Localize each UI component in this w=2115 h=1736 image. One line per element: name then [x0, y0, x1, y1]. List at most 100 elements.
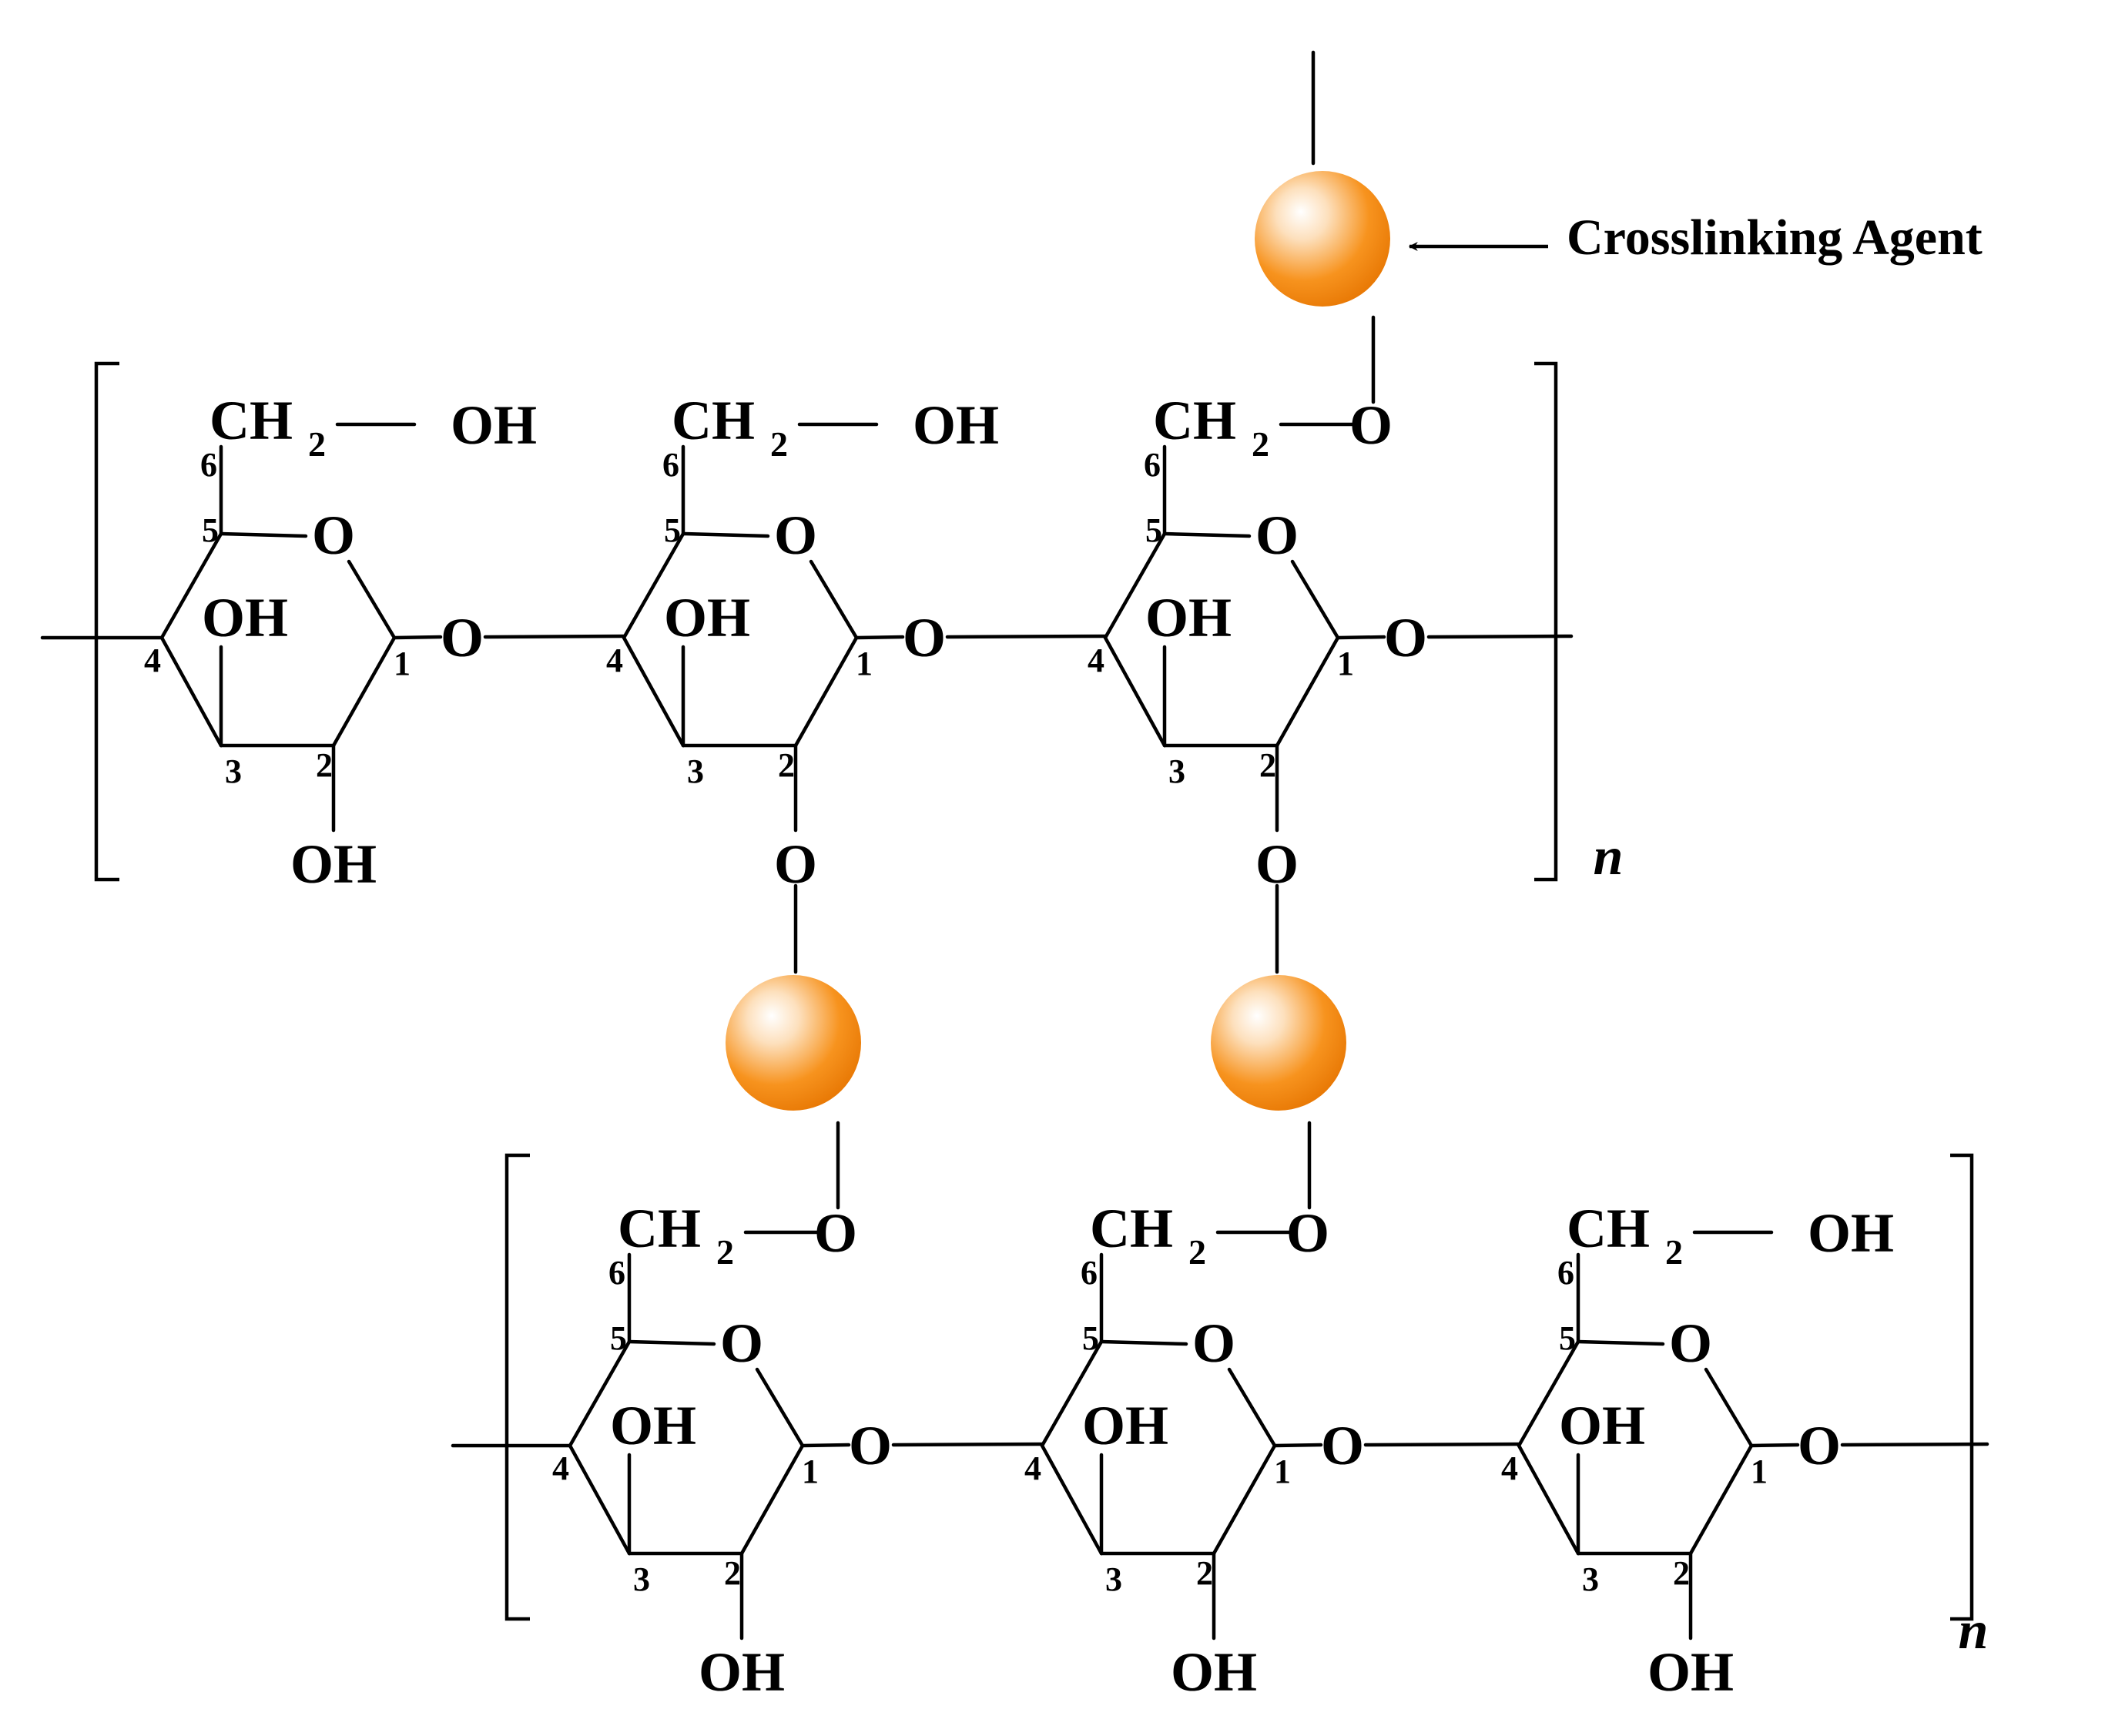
top-unit-2-position-3: 3 [687, 752, 704, 790]
bottom-unit-2-c2-substituent: OH [1171, 1641, 1257, 1703]
top-chain-glycosidic-bond-1b [483, 634, 626, 639]
top-unit-1-bond-c4-c5 [159, 531, 223, 640]
bottom-unit-3-ring-oxygen: O [1669, 1312, 1712, 1374]
bottom-unit-1-c2-substituent: OH [699, 1641, 785, 1703]
bottom-unit-1-position-4: 4 [552, 1449, 569, 1487]
crosslinking-agent-callout: Crosslinking Agent [1408, 209, 1983, 266]
bottom-unit-3-position-4: 4 [1501, 1449, 1518, 1487]
top-unit-3-c6-methylene: CH [1153, 390, 1236, 451]
top-unit-3-position-4: 4 [1088, 642, 1104, 679]
bottom-unit-1-bond-c3-c4 [568, 1443, 632, 1556]
crosslinker-bead-b [1211, 975, 1346, 1111]
top-unit-2-c6-methylene: CH [672, 390, 755, 451]
bottom-unit-3-bond-o5-c1 [1704, 1367, 1754, 1448]
top-chain-repeat-n: n [1594, 827, 1624, 886]
top-chain-left-bracket [94, 361, 119, 882]
bottom-unit-1-c6-subscript: 2 [716, 1232, 734, 1272]
bottom-unit-1-position-3: 3 [633, 1560, 650, 1598]
top-unit-2-bond-c5-o5 [681, 531, 770, 538]
top-unit-3-c3-hydroxyl: OH [1145, 587, 1232, 648]
top-unit-1-bond-o5-c1 [347, 559, 397, 640]
top-unit-1-position-5: 5 [202, 511, 219, 549]
bottom-unit-3-bond-c4-c5 [1517, 1339, 1580, 1448]
top-unit-2-bond-o5-c1 [809, 559, 859, 640]
top-unit-1-c6-substituent: OH [451, 394, 537, 456]
bottom-unit-3-bond-c3-c4 [1517, 1443, 1580, 1556]
bottom-chain-glycosidic-bond-3b [1840, 1442, 1989, 1447]
bottom-chain-glycosidic-oxygen-3: O [1798, 1415, 1841, 1476]
top-chain-glycosidic-bond-2b [945, 634, 1108, 639]
bottom-unit-2-c6-methylene: CH [1090, 1198, 1173, 1259]
bottom-unit-3-position-6: 6 [1557, 1254, 1574, 1292]
bottom-unit-2-ring-oxygen: O [1192, 1312, 1235, 1374]
top-unit-1-position-4: 4 [144, 642, 161, 679]
bottom-unit-2-bond-o5-c1 [1227, 1367, 1277, 1448]
top-unit-2-c6-substituent: OH [913, 394, 999, 456]
bottom-chain-glycosidic-bond-3a [1749, 1443, 1800, 1448]
bottom-unit-2-position-1: 1 [1274, 1453, 1291, 1490]
top-chain-right-bracket [1534, 361, 1558, 882]
top-chain-glycosidic-oxygen-2: O [903, 607, 946, 669]
bottom-unit-2-position-6: 6 [1081, 1254, 1098, 1292]
top-unit-3-bond-o5-c1 [1290, 559, 1340, 640]
bottom-unit-3-position-3: 3 [1582, 1560, 1599, 1598]
bottom-unit-2-position-5: 5 [1082, 1319, 1099, 1357]
top-unit-2-bond-c4-c5 [622, 531, 685, 640]
bottom-unit-3-position-1: 1 [1751, 1453, 1768, 1490]
top-unit-3-c6-subscript: 2 [1252, 424, 1269, 464]
top-unit-3-bond-c3-c4 [1103, 635, 1167, 748]
bottom-chain-right-bracket [1950, 1153, 1974, 1621]
top-chain-glycosidic-oxygen-3: O [1384, 607, 1427, 669]
top-unit-2-c3-hydroxyl: OH [664, 587, 750, 648]
bottom-unit-1-c3-hydroxyl: OH [610, 1395, 696, 1456]
bottom-unit-3-bond-c1-c2 [1688, 1443, 1754, 1556]
top-unit-3-position-1: 1 [1337, 645, 1354, 682]
top-unit-3-c2-substituent: O [1255, 833, 1299, 895]
top-unit-1-bond-c3-c4 [159, 635, 223, 748]
top-unit-2-bond-c3-c4 [622, 635, 685, 748]
top-unit-1-bond-c1-c2 [331, 635, 397, 748]
crosslinker-bead-a [726, 975, 861, 1111]
top-unit-1-position-2: 2 [316, 746, 333, 784]
top-chain-glycosidic-bond-3b [1426, 634, 1574, 639]
bottom-unit-3-position-2: 2 [1673, 1554, 1690, 1592]
bottom-unit-1-c6-methylene: CH [618, 1198, 701, 1259]
bottom-unit-2-bond-c4-c5 [1040, 1339, 1104, 1448]
top-unit-2-ring-oxygen: O [774, 504, 817, 566]
bottom-unit-1-bond-c4-c5 [568, 1339, 632, 1448]
top-unit-2-position-1: 1 [856, 645, 873, 682]
bond-layer [40, 50, 1989, 1640]
bottom-unit-2-bond-c5-o5 [1099, 1339, 1188, 1346]
bottom-chain-repeat-n: n [1959, 1601, 1989, 1661]
bottom-unit-1-position-2: 2 [724, 1554, 741, 1592]
bottom-unit-2-bond-c1-c2 [1212, 1443, 1277, 1556]
top-unit-1-c6-methylene: CH [209, 390, 293, 451]
bottom-unit-2-position-2: 2 [1196, 1554, 1213, 1592]
top-unit-3-position-3: 3 [1168, 752, 1185, 790]
crosslinker-layer [726, 171, 1390, 1111]
bottom-unit-3-c6-methylene: CH [1567, 1198, 1650, 1259]
top-unit-3-bond-c4-c5 [1103, 531, 1167, 640]
top-chain-glycosidic-bond-3a [1336, 635, 1386, 640]
top-unit-3-ring-oxygen: O [1255, 504, 1299, 566]
bottom-chain-glycosidic-bond-2a [1272, 1443, 1323, 1448]
top-unit-3-position-6: 6 [1144, 446, 1161, 484]
bottom-unit-2-position-4: 4 [1024, 1449, 1041, 1487]
bottom-unit-3-c6-substituent: OH [1808, 1202, 1894, 1264]
crosslinker-bead-callout [1255, 171, 1390, 307]
top-unit-3-bond-c5-o5 [1162, 531, 1252, 538]
top-unit-1-c2-substituent: OH [290, 833, 377, 895]
top-unit-3-position-5: 5 [1145, 511, 1162, 549]
bottom-unit-2-position-3: 3 [1105, 1560, 1122, 1598]
top-unit-2-c6-subscript: 2 [770, 424, 788, 464]
top-unit-1-position-3: 3 [225, 752, 242, 790]
bottom-chain-glycosidic-oxygen-1: O [849, 1415, 892, 1476]
top-unit-3-position-2: 2 [1259, 746, 1276, 784]
top-unit-1-c6-subscript: 2 [308, 424, 326, 464]
bottom-chain-glycosidic-bond-1a [800, 1443, 851, 1448]
bottom-unit-1-ring-oxygen: O [720, 1312, 763, 1374]
bottom-unit-2-c6-subscript: 2 [1188, 1232, 1206, 1272]
bottom-unit-3-c6-subscript: 2 [1665, 1232, 1683, 1272]
